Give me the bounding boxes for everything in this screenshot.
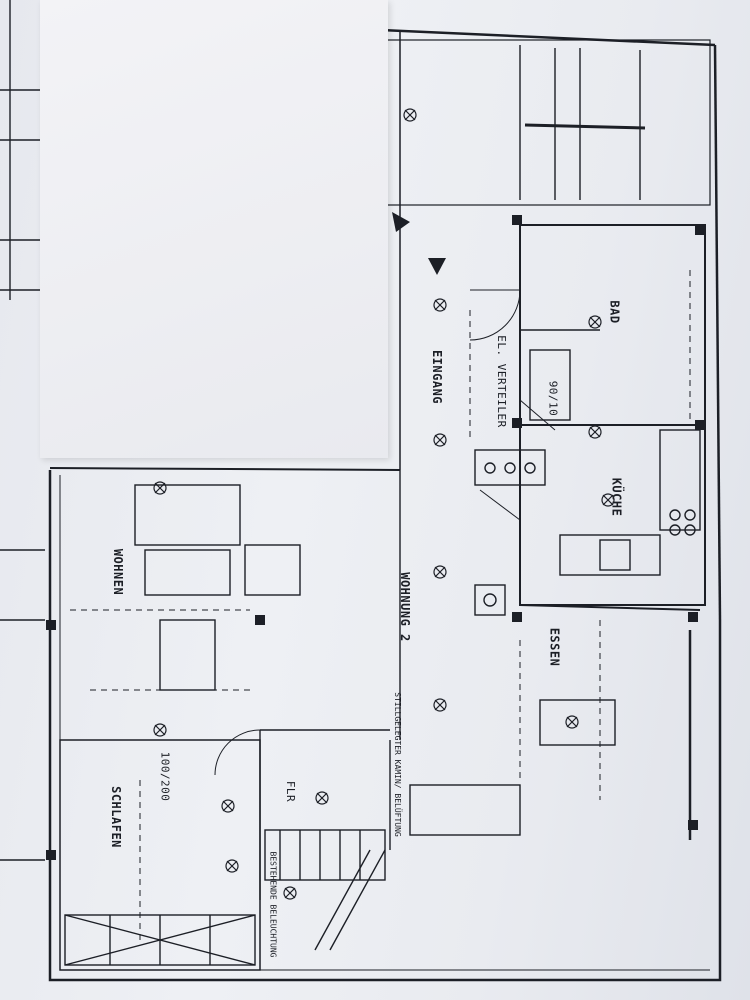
label-wohnung: WOHNUNG 2 <box>397 572 412 642</box>
label-el-verteiler: EL. VERTEILER <box>494 335 508 428</box>
room-label-kueche: KÜCHE <box>609 477 624 517</box>
room-label-eingang: EINGANG <box>430 349 445 405</box>
label-kamin: STILLGELEGTER KAMIN/ BELÜFTUNG <box>392 692 402 837</box>
room-label-schlafen: SCHLAFEN <box>108 786 123 848</box>
room-label-wohnen: WOHNEN <box>111 548 126 596</box>
label-flur: FLR <box>284 780 298 803</box>
label-door-bath: 90/10 <box>546 380 560 417</box>
label-balkon-beleuchtung: BESTEHENDE BELEUCHTUNG <box>268 851 278 958</box>
room-label-essen: ESSEN <box>547 627 562 667</box>
label-door-bed: 100/200 <box>158 751 172 802</box>
room-label-bad: BAD <box>607 300 622 324</box>
overlay-paper-sheet <box>40 0 388 458</box>
